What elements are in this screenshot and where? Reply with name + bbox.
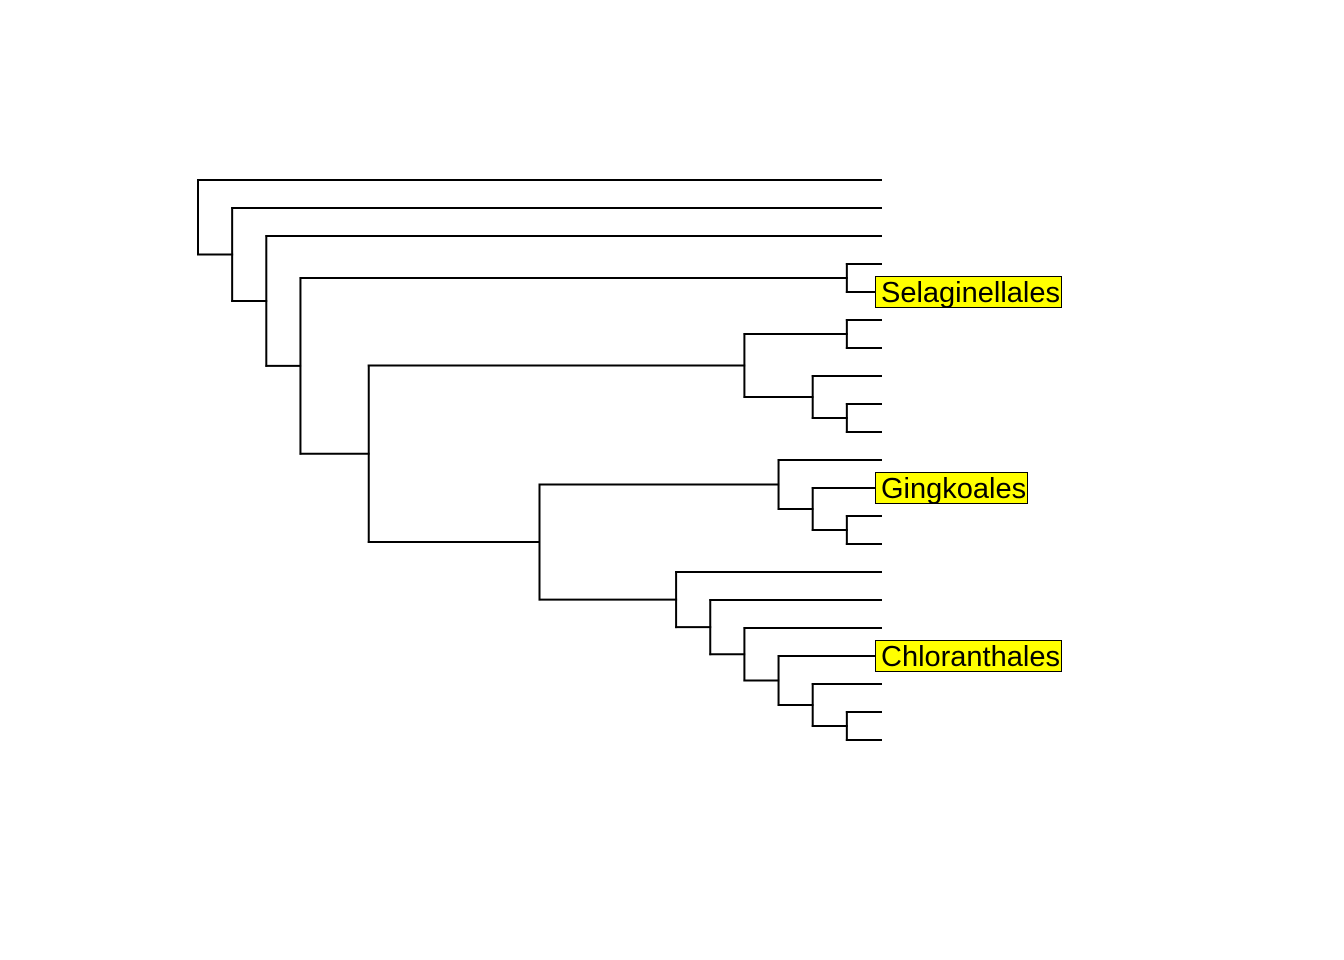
tip-label-chloranthales: Chloranthales (875, 640, 1062, 673)
tip-label-selaginellales: Selaginellales (875, 276, 1062, 309)
tip-label-gingkoales: Gingkoales (875, 472, 1029, 505)
